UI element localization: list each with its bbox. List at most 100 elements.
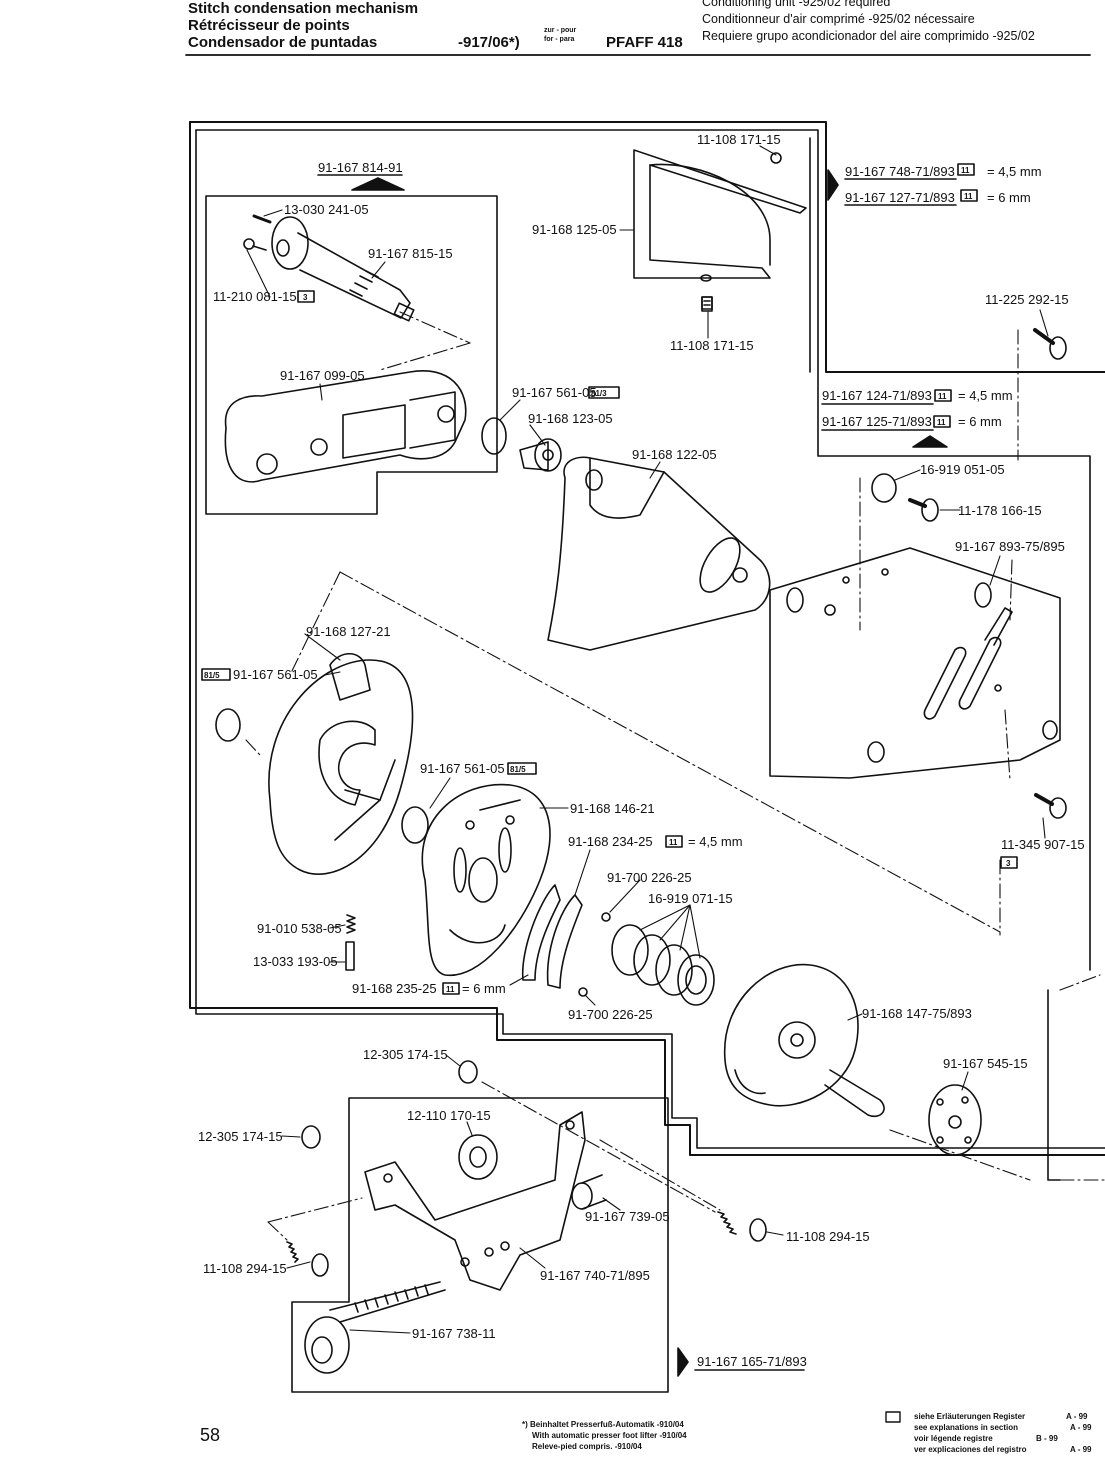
label-235-size: = 6 mm — [462, 981, 506, 996]
legend-ref-es: A - 99 — [1070, 1445, 1092, 1454]
box-11-e: 11 — [669, 838, 678, 847]
label-748-size: = 4,5 mm — [987, 164, 1042, 179]
legend-ref-en: A - 99 — [1070, 1423, 1092, 1432]
label-16-919-051-05: 16-919 051-05 — [920, 462, 1005, 477]
model-code: -917/06*) — [458, 34, 520, 51]
label-125-size: = 6 mm — [958, 414, 1002, 429]
title-fr: Rétrécisseur de points — [188, 17, 350, 34]
shaft-part — [243, 214, 415, 322]
arrow-814 — [351, 177, 405, 191]
footnote-fr: Releve-pied compris. -910/04 — [532, 1442, 642, 1451]
legend-ref-de: A - 99 — [1066, 1412, 1088, 1421]
lever-bracket-740 — [364, 1111, 586, 1291]
inner-border-left — [195, 129, 1105, 1149]
label-91-167-127-71-893: 91-167 127-71/893 — [845, 190, 955, 205]
box-11-c: 11 — [938, 392, 947, 401]
screw-294-left — [286, 1241, 329, 1277]
index-disc — [421, 783, 551, 977]
label-11-225-292-15: 11-225 292-15 — [985, 292, 1069, 307]
disc-545 — [928, 1084, 982, 1156]
label-91-167-748-71-893: 91-167 748-71/893 — [845, 164, 955, 179]
label-91-168-127-21: 91-168 127-21 — [306, 624, 391, 639]
label-91-168-125-05: 91-168 125-05 — [532, 222, 617, 237]
box-11-d: 11 — [937, 418, 946, 427]
pin-193 — [345, 941, 355, 971]
label-91-167-099-05: 91-167 099-05 — [280, 368, 365, 383]
legend-ref-fr: B - 99 — [1036, 1434, 1058, 1443]
box-3-b: 3 — [1006, 859, 1011, 868]
box-3-a: 3 — [303, 293, 308, 302]
inset-box-upper-left — [205, 195, 498, 515]
page-number: 58 — [200, 1425, 221, 1445]
label-91-168-123-05: 91-168 123-05 — [528, 411, 613, 426]
footnote-de: *) Beinhaltet Presserfuß-Automatik -910/… — [522, 1420, 684, 1429]
washer-561-left — [215, 708, 241, 742]
label-11-108-171-15-bottom: 11-108 171-15 — [670, 338, 754, 353]
label-91-168-146-21: 91-168 146-21 — [570, 801, 655, 816]
title-es: Condensador de puntadas — [188, 34, 378, 51]
note-es: Requiere grupo acondicionador del aire c… — [702, 29, 1035, 43]
cam-disc — [268, 652, 414, 875]
legend-es: ver explicaciones del registro — [914, 1445, 1027, 1454]
screw-292 — [1033, 328, 1067, 360]
box-81-5-b: 81/5 — [510, 765, 526, 774]
label-12-305-174-15-top: 12-305 174-15 — [363, 1047, 448, 1062]
washer-174-left — [301, 1125, 321, 1149]
label-12-110-170-15: 12-110 170-15 — [407, 1108, 491, 1123]
screw-226-top — [601, 912, 611, 922]
label-11-178-166-15: 11-178 166-15 — [958, 503, 1042, 518]
label-91-167-124-71-893: 91-167 124-71/893 — [822, 388, 932, 403]
for-label-bottom: for - para — [544, 36, 575, 43]
label-91-010-538-05: 91-010 538-05 — [257, 921, 342, 936]
label-13-033-193-05: 13-033 193-05 — [253, 954, 338, 969]
label-91-167-545-15: 91-167 545-15 — [943, 1056, 1028, 1071]
label-91-167-561-05-mid: 91-167 561-05 — [420, 761, 505, 776]
washer-051 — [871, 473, 897, 503]
arrow-748 — [827, 169, 839, 201]
arrow-165 — [677, 1347, 689, 1377]
label-234-size: = 4,5 mm — [688, 834, 743, 849]
label-91-167-739-05: 91-167 739-05 — [585, 1209, 670, 1224]
machine-name: PFAFF 418 — [606, 34, 683, 51]
box-11-b: 11 — [964, 192, 973, 201]
label-11-108-294-15-right: 11-108 294-15 — [786, 1229, 870, 1244]
cover-plate — [769, 547, 1061, 779]
arrow-124 — [912, 435, 948, 448]
label-13-030-241-05: 13-030 241-05 — [284, 202, 369, 217]
wheel-170 — [458, 1134, 498, 1180]
screw-226-bottom — [578, 987, 588, 997]
note-fr: Conditionneur d'air comprimé -925/02 néc… — [702, 12, 975, 26]
screw-166 — [908, 498, 939, 522]
footnote-en: With automatic presser foot lifter -910/… — [532, 1431, 687, 1440]
legend-de: siehe Erläuterungen Register — [914, 1412, 1026, 1421]
label-91-168-234-25: 91-168 234-25 — [568, 834, 653, 849]
label-91-167-738-11: 91-167 738-11 — [412, 1326, 496, 1341]
label-91-167-165-71-893: 91-167 165-71/893 — [697, 1354, 807, 1369]
label-91-700-226-25-bottom: 91-700 226-25 — [568, 1007, 653, 1022]
label-91-167-740-71-895: 91-167 740-71/895 — [540, 1268, 650, 1283]
label-91-168-235-25: 91-168 235-25 — [352, 981, 437, 996]
label-11-108-294-15-left: 11-108 294-15 — [203, 1261, 287, 1276]
screw-907 — [1034, 793, 1067, 819]
label-127-size: = 6 mm — [987, 190, 1031, 205]
washer-561 — [481, 417, 507, 455]
washer-stack — [611, 924, 715, 1006]
legend-en: see explanations in section — [914, 1423, 1019, 1432]
legend-fr: voir légende registre — [914, 1434, 993, 1443]
sleeve-739 — [571, 1174, 607, 1210]
label-91-700-226-25-top: 91-700 226-25 — [607, 870, 692, 885]
knob-housing — [723, 963, 885, 1118]
label-124-size: = 4,5 mm — [958, 388, 1013, 403]
outer-border-left — [189, 121, 1105, 1156]
screw-294-right — [717, 1211, 767, 1242]
box-81-3: 81/3 — [591, 389, 607, 398]
title-en: Stitch condensation mechanism — [188, 0, 419, 17]
label-91-167-815-15: 91-167 815-15 — [368, 246, 453, 261]
box-11-a: 11 — [961, 166, 970, 175]
scale-right — [546, 894, 583, 989]
main-plate — [519, 438, 771, 651]
long-screw-738 — [304, 1281, 446, 1374]
label-91-167-561-05-top: 91-167 561-05 — [512, 385, 597, 400]
label-91-167-125-71-893: 91-167 125-71/893 — [822, 414, 932, 429]
